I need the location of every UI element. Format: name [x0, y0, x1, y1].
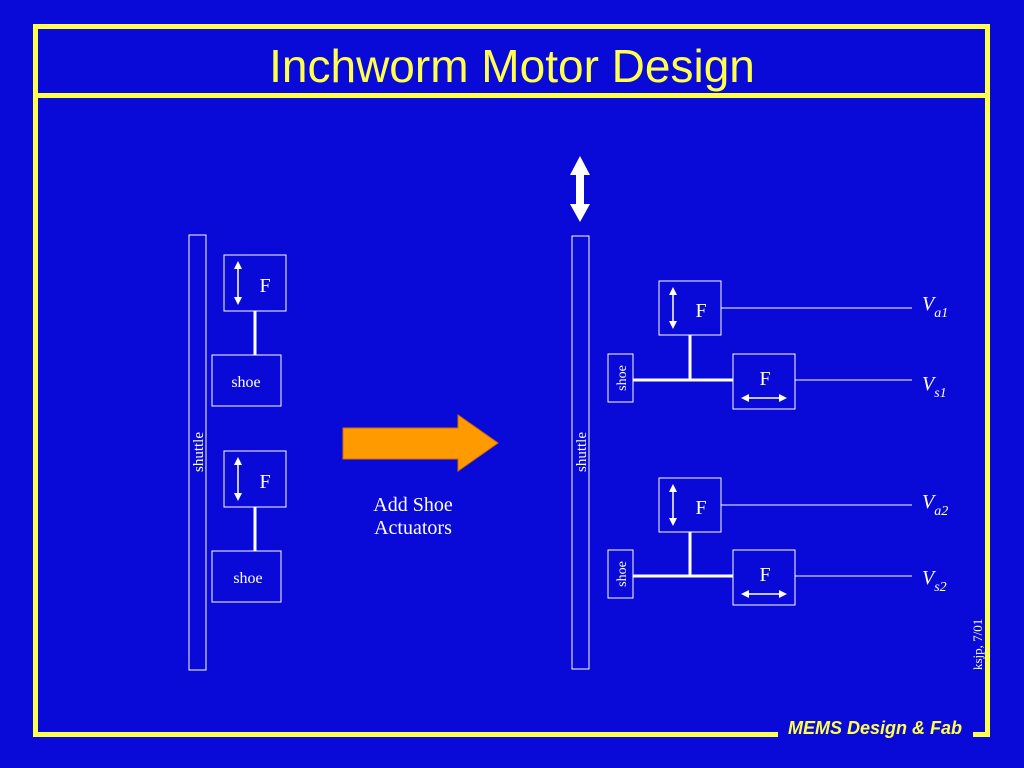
- right-shoe-actuator-2: [732, 549, 796, 606]
- left-actuator-2: [223, 450, 287, 508]
- right-shuttle-label: shuttle: [574, 432, 590, 472]
- right-group-1: F Va1 shoe F Vs1: [607, 280, 948, 410]
- right-diagram: shuttle F Va1 shoe F Vs1 F Va2: [570, 156, 948, 670]
- vs2-label: Vs2: [922, 567, 947, 595]
- left-actuator-2-label: F: [259, 471, 270, 493]
- title-divider: [33, 93, 990, 98]
- left-actuator-1-label: F: [259, 275, 270, 297]
- right-shoe-1: [607, 353, 634, 403]
- transition-arrow: Add Shoe Actuators: [342, 414, 499, 539]
- arrow-caption-line-2: Actuators: [374, 517, 452, 539]
- left-shuttle-label: shuttle: [191, 432, 207, 472]
- right-shuttle: [571, 235, 590, 670]
- left-shoe-1-label: shoe: [231, 374, 260, 391]
- footer-background: [778, 728, 973, 752]
- left-shoe-1: [211, 354, 282, 407]
- arrow-caption-line-1: Add Shoe: [373, 494, 453, 516]
- right-shoe-actuator-1: [732, 353, 796, 410]
- right-group-2: F Va2 shoe F Vs2: [607, 477, 948, 606]
- left-shuttle: [188, 234, 207, 671]
- va1-label: Va1: [922, 293, 948, 321]
- right-shoe-2: [607, 549, 634, 599]
- right-shoe-actuator-2-label: F: [759, 564, 770, 586]
- right-shoe-2-label: shoe: [615, 561, 630, 587]
- left-shoe-2-label: shoe: [233, 570, 262, 587]
- footer-text: MEMS Design & Fab: [787, 718, 962, 738]
- credit-text: ksjp, 7/01: [970, 618, 985, 670]
- right-shoe-1-label: shoe: [615, 365, 630, 391]
- va2-label: Va2: [922, 491, 948, 519]
- vs1-label: Vs1: [922, 373, 947, 401]
- right-actuator-2-label: F: [695, 497, 706, 519]
- left-diagram: shuttle F shoe F shoe: [188, 234, 287, 671]
- right-actuator-1-label: F: [695, 300, 706, 322]
- orange-arrow-icon: [342, 414, 499, 472]
- right-actuator-1: [658, 280, 722, 336]
- right-actuator-2: [658, 477, 722, 533]
- slide-title: Inchworm Motor Design: [269, 40, 755, 92]
- left-actuator-1: [223, 254, 287, 312]
- right-shoe-actuator-1-label: F: [759, 368, 770, 390]
- shuttle-motion-arrow-icon: [570, 156, 590, 222]
- left-shoe-2: [211, 550, 282, 603]
- slide-frame: [33, 24, 990, 737]
